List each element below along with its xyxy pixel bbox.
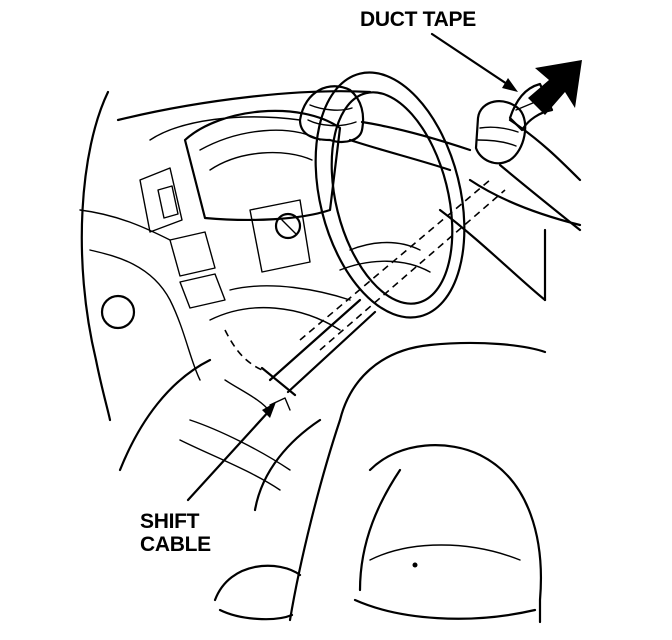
steering-wheel: [314, 71, 466, 319]
seat: [353, 444, 542, 624]
shift-cable-label-line1: SHIFT: [140, 510, 200, 533]
shift-cable-label-line2: CABLE: [140, 533, 211, 556]
shift-cable-path: [224, 179, 506, 371]
steering-column: [260, 298, 377, 411]
dashboard: [79, 90, 372, 491]
left-hand: [298, 85, 472, 172]
pull-arrow-icon: [528, 60, 582, 115]
driver-leg: [213, 341, 547, 622]
right-hand: [438, 100, 582, 302]
shift-cable-label: SHIFT CABLE: [140, 510, 211, 556]
duct-tape-label: DUCT TAPE: [360, 8, 476, 31]
shift-cable-leader: [186, 402, 276, 502]
duct-tape-leader: [430, 32, 518, 92]
